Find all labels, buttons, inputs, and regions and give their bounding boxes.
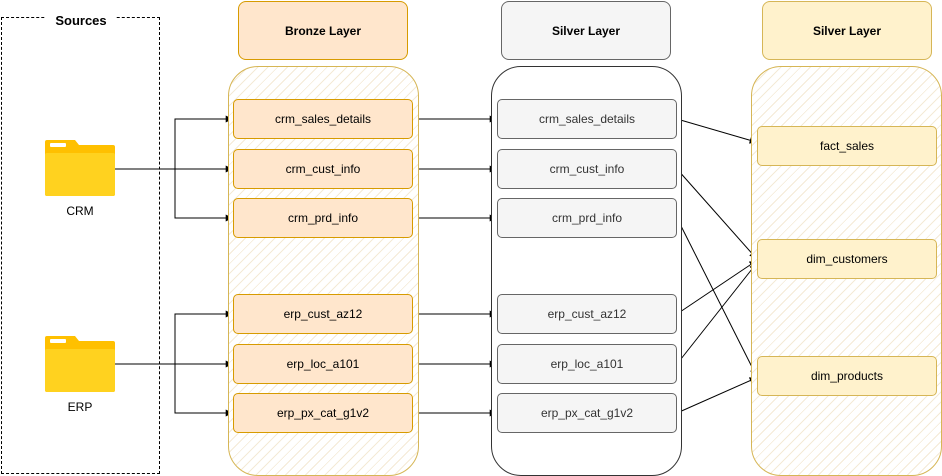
final-table-node[interactable]: fact_sales <box>757 126 937 166</box>
silver-table-node[interactable]: crm_sales_details <box>497 99 677 139</box>
bronze-table-node[interactable]: erp_cust_az12 <box>233 294 413 334</box>
final-layer-header: Silver Layer <box>762 1 932 60</box>
source-label-crm: CRM <box>66 204 94 218</box>
bronze-table-node[interactable]: crm_cust_info <box>233 149 413 189</box>
folder-icon <box>45 140 115 196</box>
bronze-table-node[interactable]: crm_prd_info <box>233 198 413 238</box>
silver-table-node[interactable]: crm_cust_info <box>497 149 677 189</box>
silver-layer-header: Silver Layer <box>501 1 671 60</box>
connector-erp-to-bronze-6 <box>174 364 233 417</box>
connector-silver-to-final-3 <box>676 217 757 376</box>
connector-silver-to-final-5 <box>676 263 757 365</box>
final-table-node[interactable]: dim_products <box>757 356 937 396</box>
bronze-table-node[interactable]: erp_loc_a101 <box>233 344 413 384</box>
folder-icon <box>45 336 115 392</box>
source-label-erp: ERP <box>67 400 93 414</box>
final-table-node[interactable]: dim_customers <box>757 239 937 279</box>
bronze-table-node[interactable]: erp_px_cat_g1v2 <box>233 393 413 433</box>
connector-silver-to-final-1 <box>676 118 757 144</box>
silver-table-node[interactable]: erp_loc_a101 <box>497 344 677 384</box>
bronze-layer-header: Bronze Layer <box>238 1 408 60</box>
connector-silver-to-final-2 <box>676 168 757 259</box>
connector-silver-to-final-6 <box>676 377 757 414</box>
bronze-table-node[interactable]: crm_sales_details <box>233 99 413 139</box>
connector-crm-to-bronze-3 <box>174 169 233 222</box>
silver-table-node[interactable]: erp_px_cat_g1v2 <box>497 393 677 433</box>
silver-table-node[interactable]: crm_prd_info <box>497 198 677 238</box>
sources-title: Sources <box>46 12 116 30</box>
connector-silver-to-final-4 <box>676 260 757 315</box>
silver-table-node[interactable]: erp_cust_az12 <box>497 294 677 334</box>
